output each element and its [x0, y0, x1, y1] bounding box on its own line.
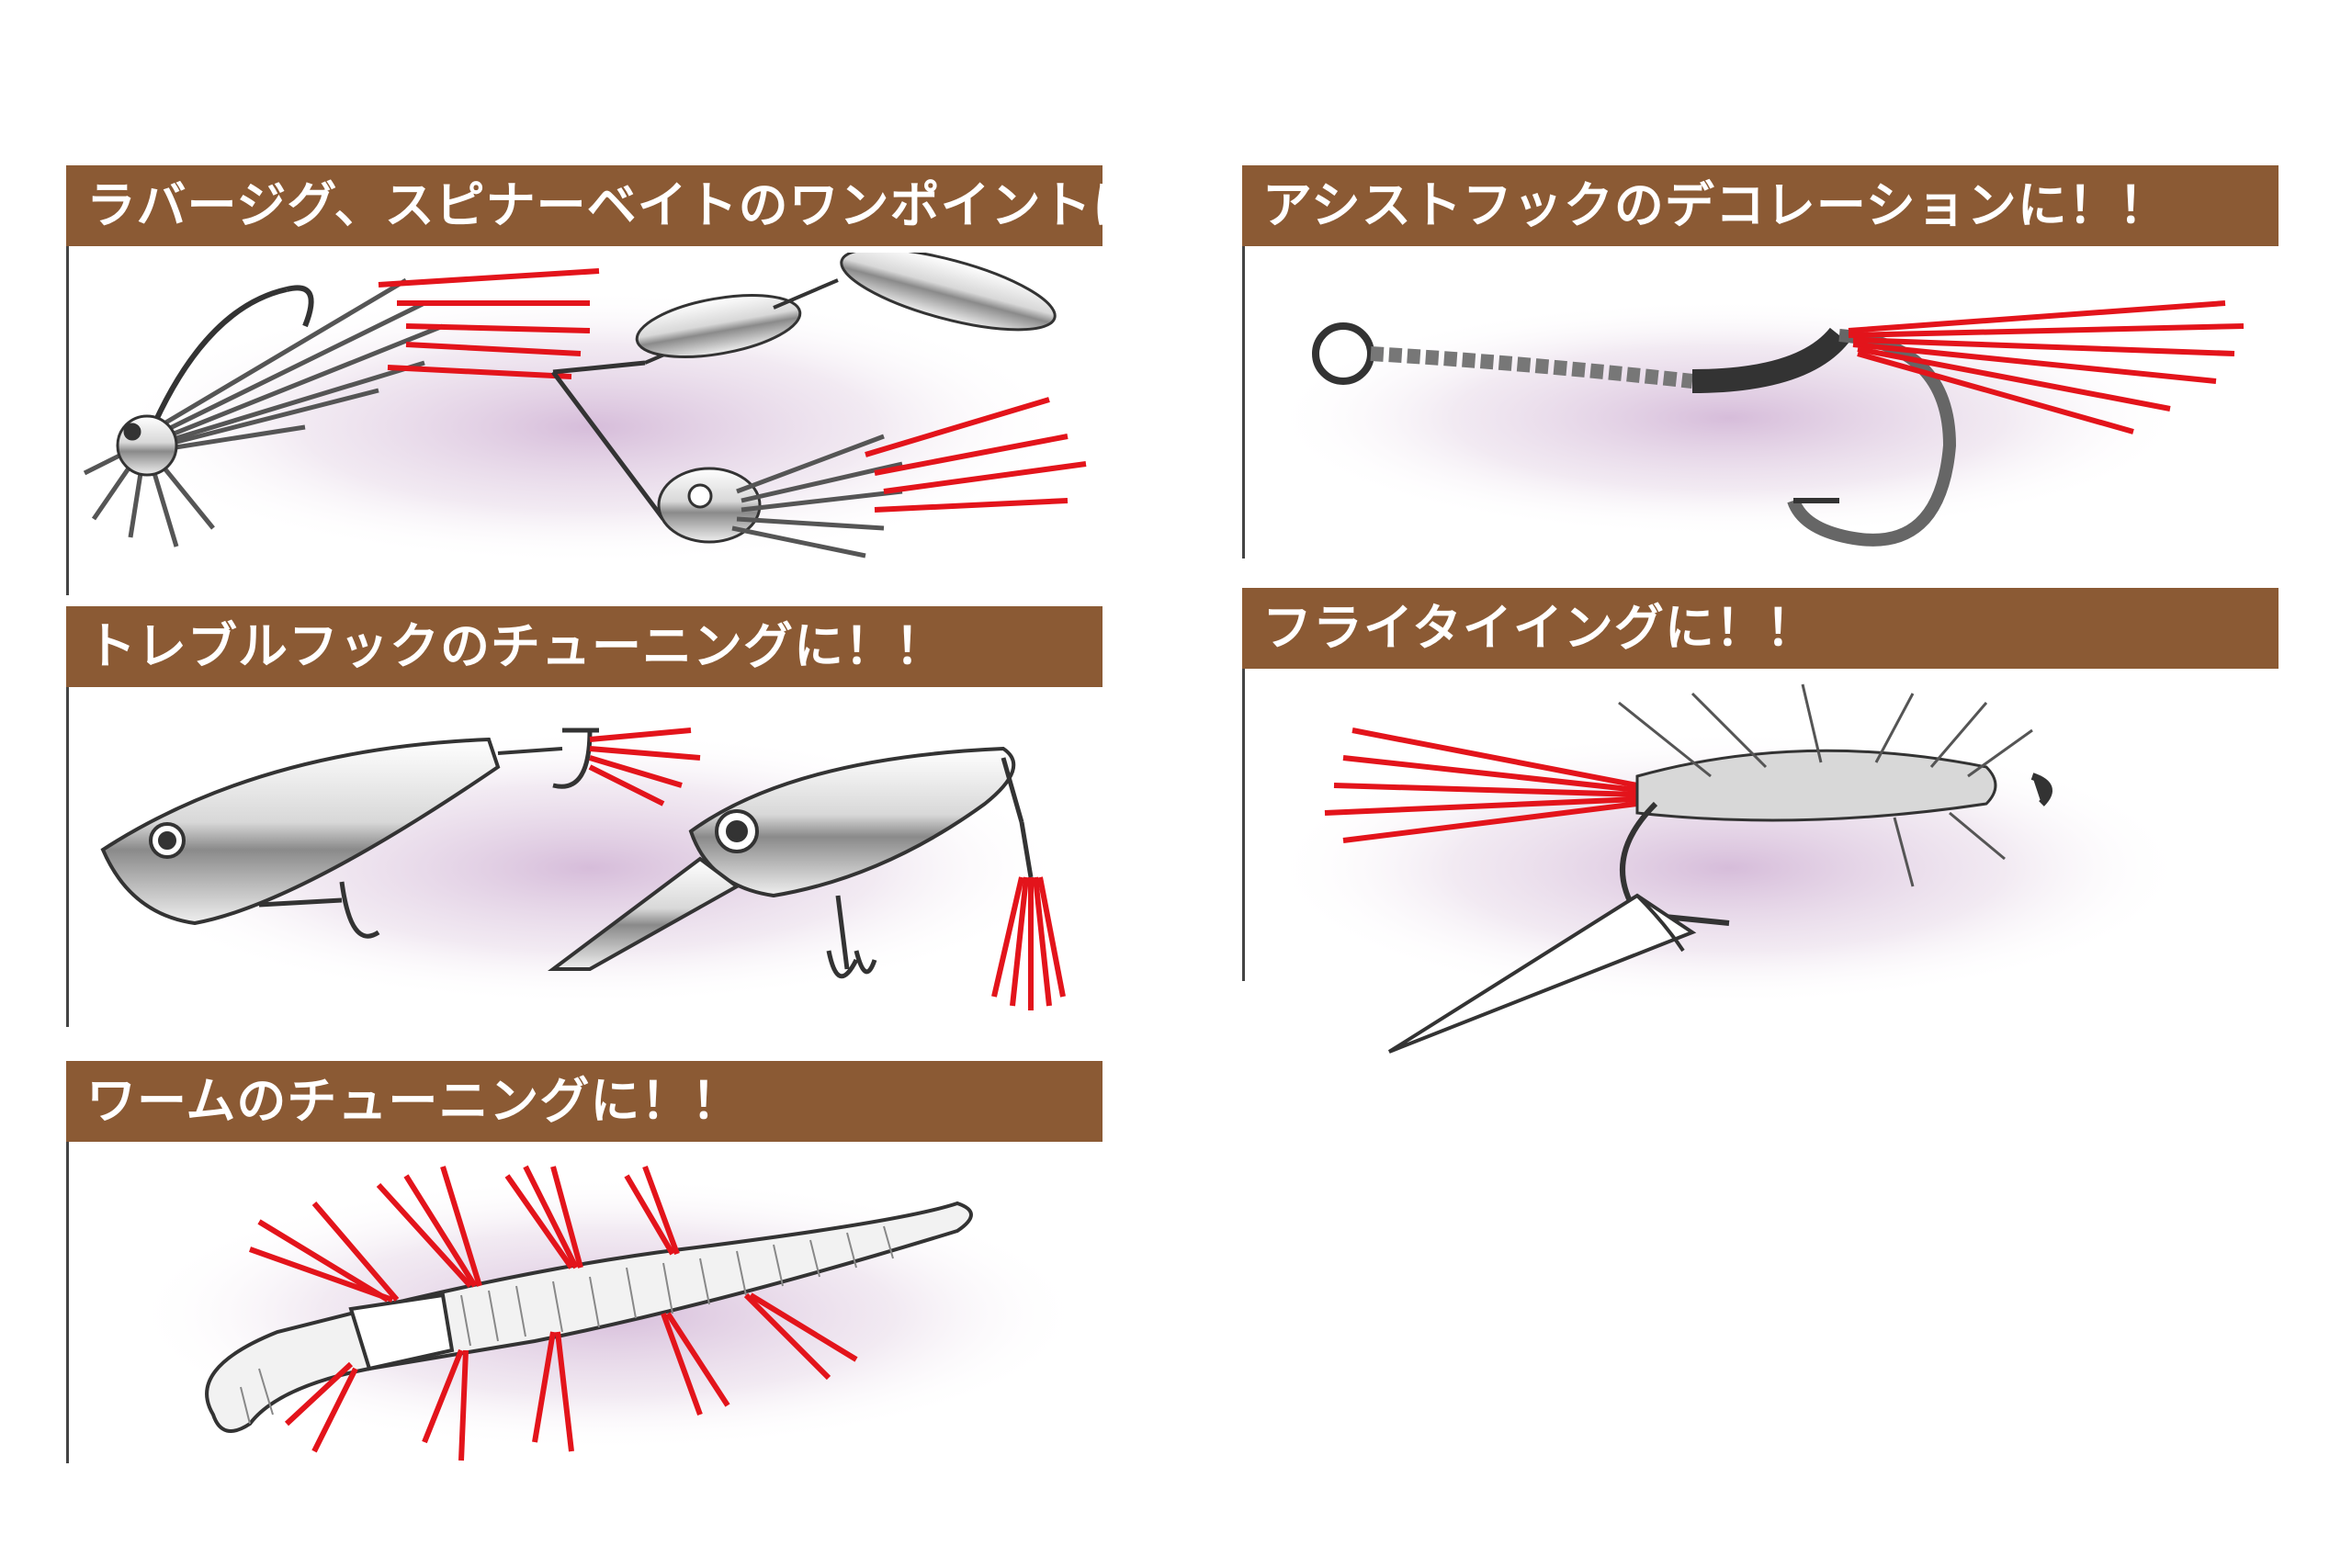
panel-title: ラバージグ、スピナーベイトのワンポイントに！！: [66, 165, 1102, 246]
treble-hook-illustration: [75, 694, 1095, 1024]
panel-title: アシストフックのデコレーションに！！: [1242, 165, 2278, 246]
crankbait-lure-icon: [548, 746, 1066, 1010]
panel-fly-tying: フライタイイングに！！: [1242, 588, 2278, 1054]
panel-divider: [1242, 669, 1245, 981]
panel-divider: [66, 1142, 69, 1463]
worm-illustration: [75, 1148, 1095, 1479]
panel-title: トレブルフックのチューニングに！！: [66, 606, 1102, 687]
worm-icon: [205, 1165, 973, 1461]
rubber-jig-illustration: [75, 253, 1095, 592]
panel-divider: [66, 246, 69, 595]
panel-assist-hook: アシストフックのデコレーションに！！: [1242, 165, 2278, 560]
panel-rubber-jig: ラバージグ、スピナーベイトのワンポイントに！！: [66, 165, 1102, 597]
panel-title: ワームのチューニングに！！: [66, 1061, 1102, 1142]
rubber-jig-icon: [83, 268, 600, 547]
fly-tying-illustration: [1251, 675, 2271, 1070]
panel-title: フライタイイングに！！: [1242, 588, 2278, 669]
panel-treble-hook: トレブルフックのチューニングに！！: [66, 606, 1102, 1029]
panel-worm: ワームのチューニングに！！: [66, 1061, 1102, 1465]
assist-hook-illustration: [1251, 253, 2271, 556]
popper-lure-icon: [100, 728, 701, 939]
spinnerbait-icon: [551, 253, 1087, 558]
fly-icon: [1324, 683, 2052, 1054]
panel-divider: [66, 687, 69, 1027]
panel-divider: [1242, 246, 1245, 558]
assist-hook-icon: [1312, 300, 2245, 547]
